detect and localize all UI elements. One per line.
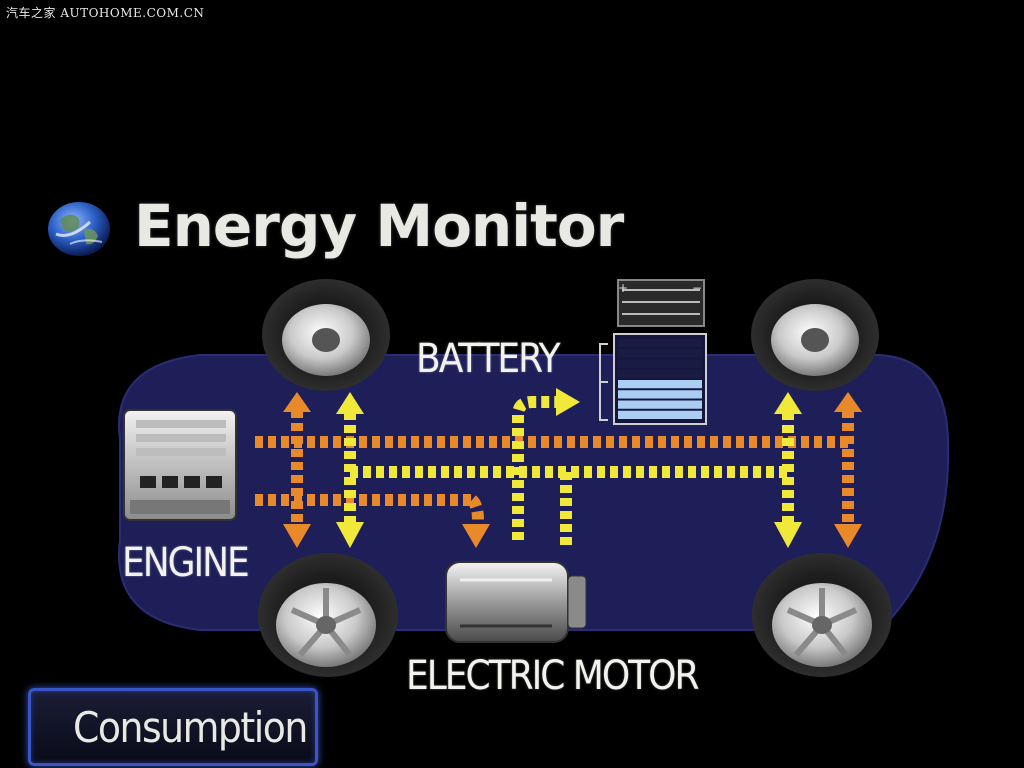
electric-power-flow: [344, 396, 794, 545]
engine-icon: [123, 409, 237, 521]
electric-motor-label: ELECTRIC MOTOR: [406, 653, 699, 699]
arrow-down-icon: [774, 522, 802, 548]
wheel-rear-right: [752, 553, 892, 677]
battery-cell: [618, 359, 702, 368]
arrow-down-icon: [462, 524, 490, 548]
arrow-down-icon: [834, 524, 862, 548]
battery-cell: [618, 390, 702, 399]
electric-motor-icon: [445, 561, 587, 643]
battery-icon: + −: [599, 279, 707, 425]
wheel-rear-left: [258, 553, 398, 677]
battery-cell: [618, 400, 702, 409]
arrow-down-icon: [283, 524, 311, 548]
engine-label: ENGINE: [122, 540, 250, 586]
arrow-up-icon: [834, 392, 862, 412]
arrow-right-icon: [556, 388, 580, 416]
globe-icon: [48, 202, 110, 256]
battery-cell: [618, 380, 702, 389]
arrow-up-icon: [283, 392, 311, 412]
wheel-front-left: [262, 279, 390, 391]
arrow-up-icon: [774, 392, 802, 414]
arrow-down-icon: [336, 522, 364, 548]
consumption-button[interactable]: Consumption: [28, 688, 318, 766]
battery-level-bars: [618, 339, 702, 419]
wheel-front-right: [751, 279, 879, 391]
page-title: Energy Monitor: [134, 192, 624, 260]
battery-cell: [618, 369, 702, 378]
battery-label: BATTERY: [416, 336, 561, 382]
arrow-up-icon: [336, 392, 364, 414]
battery-cell: [618, 410, 702, 419]
svg-text:+: +: [618, 281, 628, 295]
battery-cell: [618, 339, 702, 348]
svg-text:−: −: [692, 281, 702, 295]
battery-cell: [618, 349, 702, 358]
watermark: 汽车之家 AUTOHOME.COM.CN: [6, 6, 205, 20]
